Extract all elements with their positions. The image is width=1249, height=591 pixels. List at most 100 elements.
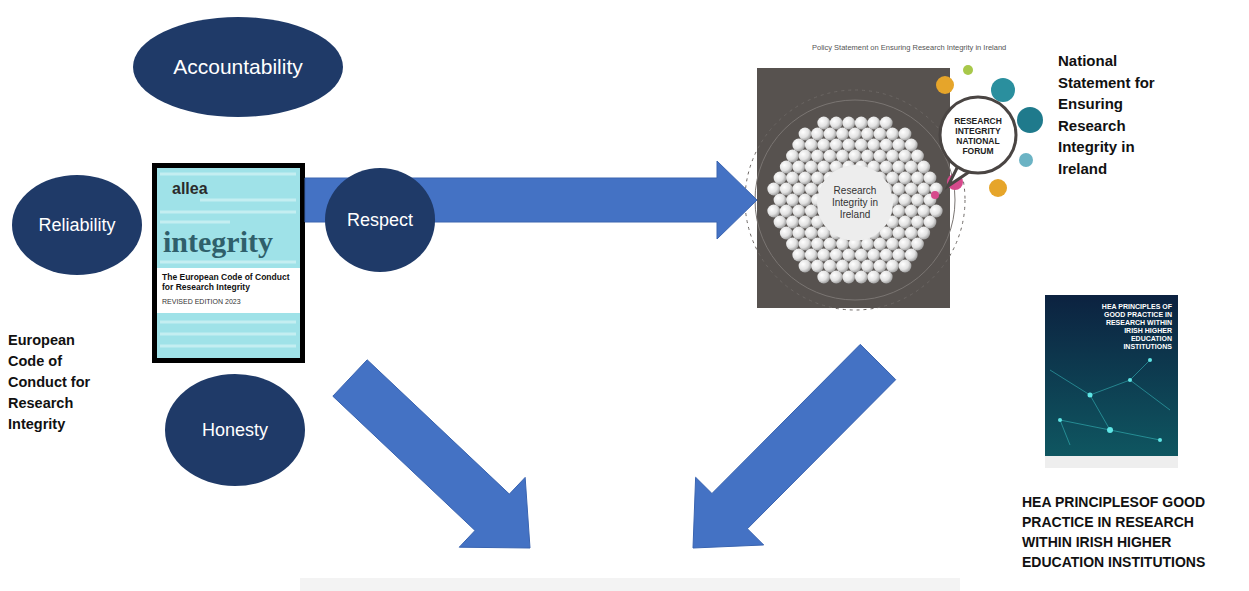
sphere-ball: [811, 172, 824, 185]
value-ellipse: Honesty: [165, 374, 305, 486]
sphere-ball: [792, 249, 805, 262]
sphere-ball: [817, 139, 830, 152]
sphere-ball: [799, 172, 812, 185]
sphere-ball: [880, 249, 893, 262]
icon-dot: [1019, 153, 1033, 167]
sphere-ball: [805, 139, 818, 152]
ellipse-fill: [325, 168, 435, 272]
block-arrow: [333, 360, 530, 548]
sphere-ball: [786, 238, 799, 251]
sphere-ball: [880, 139, 893, 152]
sphere-ball: [886, 238, 899, 251]
cover-text: REVISED EDITION 2023: [162, 298, 241, 306]
sphere-ball: [817, 161, 830, 174]
value-ellipse: Respect: [325, 168, 435, 272]
sphere-ball: [805, 183, 818, 196]
icon-dot: [931, 191, 939, 199]
sphere-ball: [867, 271, 880, 284]
sphere-ball: [855, 139, 868, 152]
sphere-ball: [799, 128, 812, 141]
sphere-ball: [836, 128, 849, 141]
sphere-ball: [924, 172, 937, 185]
document-title: National Statement for Ensuring Research…: [1058, 50, 1170, 179]
ellipse-fill: [165, 374, 305, 486]
sphere-ball: [880, 161, 893, 174]
sphere-ball: [830, 117, 843, 130]
sphere-ball: [830, 139, 843, 152]
sphere-ball: [805, 205, 818, 218]
sphere-ball: [805, 249, 818, 262]
sphere-ball: [786, 172, 799, 185]
sphere-ball: [849, 260, 862, 273]
sphere-ball: [911, 194, 924, 207]
sphere-ball: [792, 183, 805, 196]
sphere-ball: [874, 150, 887, 163]
sphere-ball: [824, 238, 837, 251]
sphere-ball: [899, 216, 912, 229]
icon-dot: [963, 65, 973, 75]
sphere-ball: [824, 260, 837, 273]
ellipse-fill: [12, 175, 142, 275]
cover-text: Policy Statement on Ensuring Research In…: [812, 44, 1006, 52]
cover-text: RESEARCH INTEGRITY NATIONAL FORUM: [945, 116, 1011, 156]
sphere-ball: [899, 150, 912, 163]
faded-strip: [300, 578, 960, 591]
document-cover: European Code of Conduct for Research In…: [152, 163, 305, 363]
sphere-ball: [817, 249, 830, 262]
sphere-ball: [880, 117, 893, 130]
value-label: Reliability: [38, 215, 115, 236]
sphere-ball: [780, 183, 793, 196]
sphere-ball: [792, 139, 805, 152]
sphere-ball: [817, 271, 830, 284]
cover-text: integrity: [163, 225, 273, 258]
sphere-ball: [830, 249, 843, 262]
sphere-balls: [767, 117, 942, 284]
sphere-ball: [899, 194, 912, 207]
cover-ground: [1045, 295, 1178, 468]
network-dots: [1058, 358, 1162, 442]
sphere-ball: [805, 161, 818, 174]
sphere-ball: [899, 172, 912, 185]
speech-bubble: [940, 97, 1016, 173]
sphere-ball: [861, 128, 874, 141]
sphere-ball: [892, 139, 905, 152]
sphere-ball: [830, 271, 843, 284]
sphere-ball: [811, 260, 824, 273]
sphere-ball: [905, 249, 918, 262]
icon-dot: [991, 78, 1015, 102]
sphere-ball: [824, 128, 837, 141]
orbit-ring: [745, 90, 965, 310]
sphere-ball: [799, 260, 812, 273]
sphere-ball: [911, 172, 924, 185]
sphere-ball: [811, 238, 824, 251]
value-label: Honesty: [202, 420, 268, 441]
sphere-ball: [892, 183, 905, 196]
sphere-ball: [855, 249, 868, 262]
sphere-ball: [892, 249, 905, 262]
sphere-ball: [886, 260, 899, 273]
sphere-ball: [886, 128, 899, 141]
sphere-ball: [911, 150, 924, 163]
sphere-ball: [917, 227, 930, 240]
cover-pattern: [160, 174, 296, 346]
sphere-ball: [774, 216, 787, 229]
sphere-ball: [767, 205, 780, 218]
sphere-ball: [842, 271, 855, 284]
sphere-ball: [799, 238, 812, 251]
icon-dot: [936, 76, 954, 94]
value-label: Respect: [347, 210, 413, 231]
sphere-ball: [911, 238, 924, 251]
cover-text: allea: [172, 180, 208, 198]
document-cover: HEA PRINCIPLESOF GOOD PRACTICE IN RESEAR…: [1045, 295, 1178, 468]
value-ellipse: Reliability: [12, 175, 142, 275]
cover-frame: [152, 163, 305, 363]
sphere-ball: [849, 150, 862, 163]
sphere-ball: [780, 205, 793, 218]
sphere-ball: [836, 150, 849, 163]
cover-text: HEA PRINCIPLES OF GOOD PRACTICE IN RESEA…: [1100, 303, 1172, 351]
sphere-ball: [905, 205, 918, 218]
sphere-ball: [842, 249, 855, 262]
sphere-ball: [899, 238, 912, 251]
value-ellipse: Accountability: [133, 17, 343, 117]
sphere-ball: [892, 161, 905, 174]
